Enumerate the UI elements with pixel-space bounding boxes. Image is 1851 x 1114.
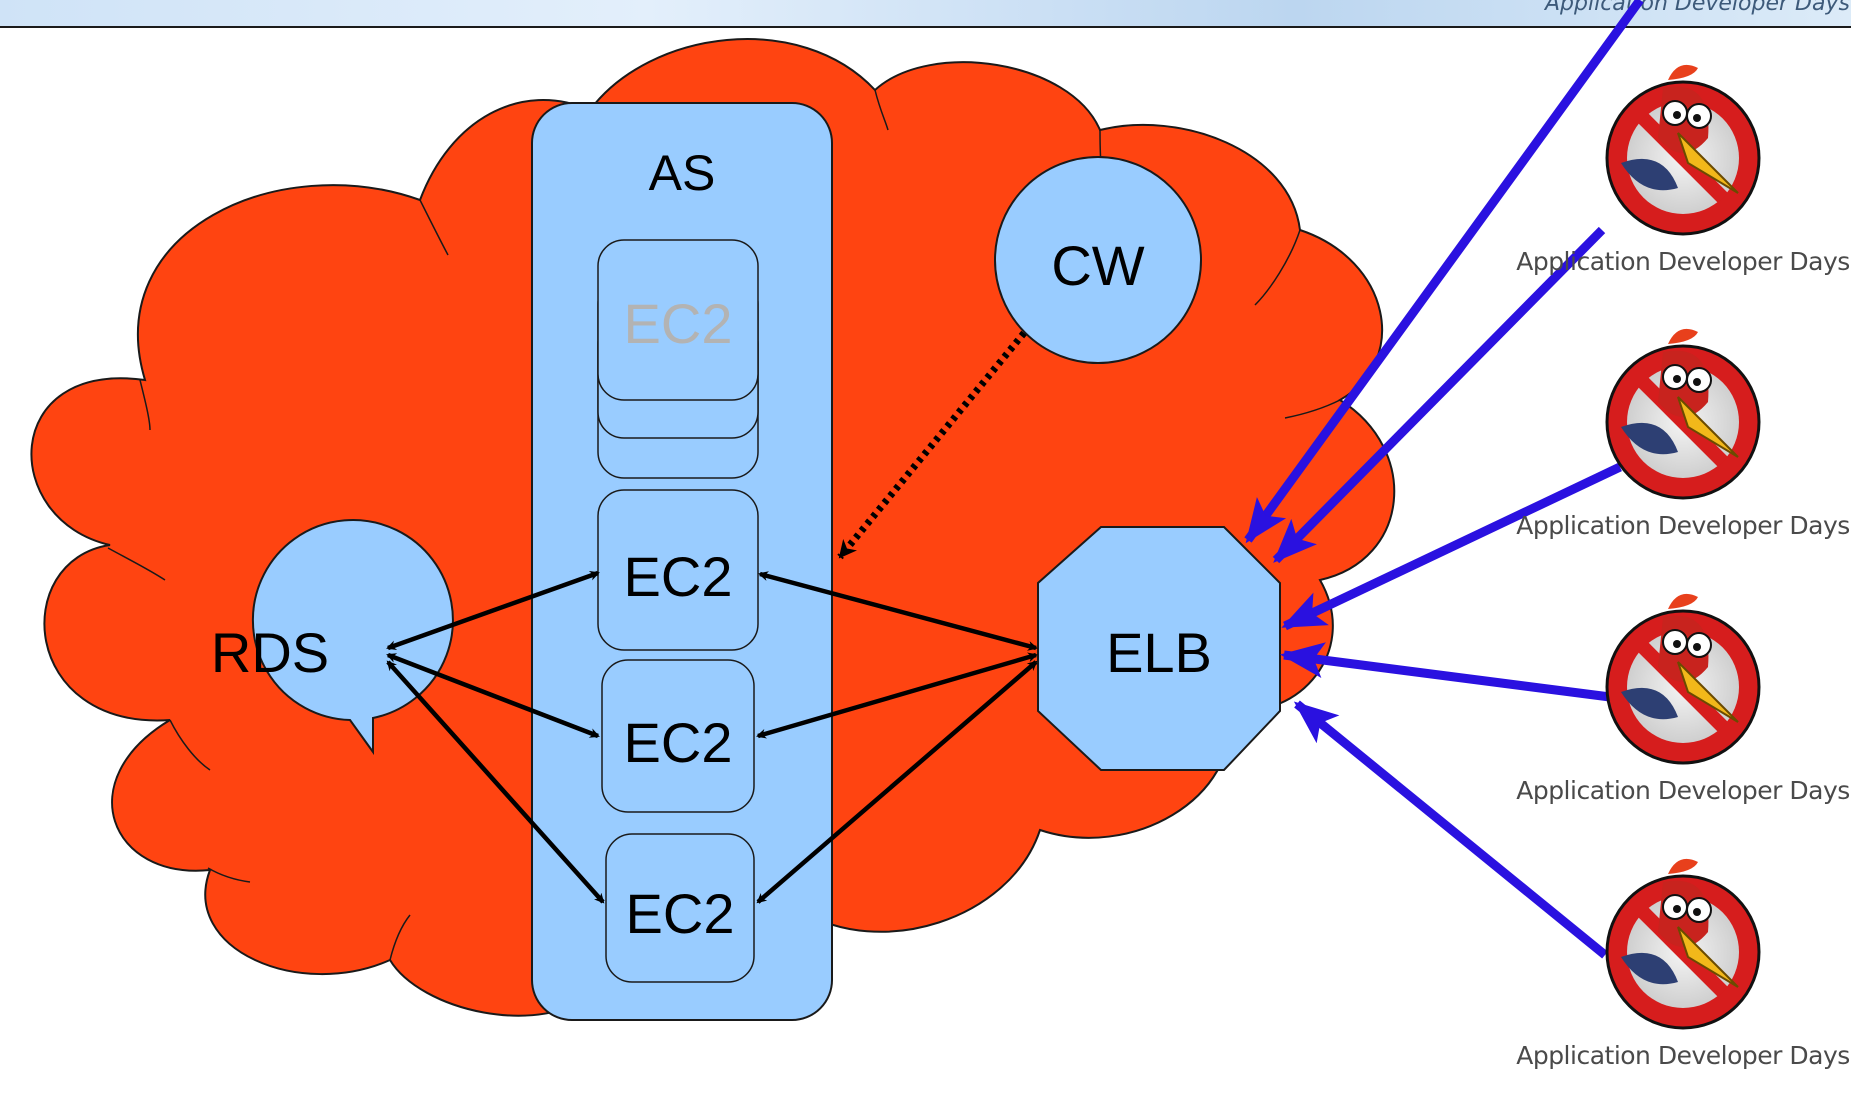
rds-ec2-3-link: [386, 660, 605, 904]
client-caption: Application Developer Days: [1516, 1041, 1850, 1070]
mascot-icon: [1605, 858, 1761, 1030]
client-4: Application Developer Days: [1516, 858, 1850, 1070]
elb-node: ELB: [1037, 526, 1281, 771]
ec2-instance-3-label: EC2: [626, 882, 735, 945]
client-request-arrow-1: [1272, 226, 1606, 564]
ec2-instance-2-label: EC2: [624, 711, 733, 774]
header-rule: [0, 26, 1851, 28]
mascot-icon: [1605, 64, 1761, 236]
elb-label: ELB: [1106, 621, 1212, 684]
header-caption: Application Developer Days: [1543, 0, 1850, 16]
rds-label: RDS: [211, 621, 329, 684]
client-2: Application Developer Days: [1516, 328, 1850, 540]
client-request-arrow-4: [1293, 700, 1608, 959]
ec2-instance-2: EC2: [601, 659, 755, 813]
ec2-instance-1: EC2: [597, 489, 759, 651]
mascot-icon: [1605, 593, 1761, 765]
autoscaling-label: AS: [649, 145, 716, 201]
header-band: [0, 0, 1851, 26]
ec2-pending-label: EC2: [624, 292, 733, 355]
cloudwatch-node: CW: [994, 156, 1202, 364]
client-caption: Application Developer Days: [1516, 776, 1850, 805]
client-requests: [1244, 0, 1644, 959]
client-caption: Application Developer Days: [1516, 247, 1850, 276]
connections: [386, 570, 1038, 904]
cloudwatch-label: CW: [1051, 234, 1144, 297]
cloudwatch-monitor-link: [837, 330, 1027, 560]
client-request-arrow-3: [1280, 642, 1611, 702]
client-caption: Application Developer Days: [1516, 511, 1850, 540]
rds-ec2-1-link: [386, 570, 600, 651]
client-request-arrow-2: [1281, 462, 1622, 631]
client-request-arrow-0: [1244, 0, 1644, 544]
ec2-3-elb-link: [756, 660, 1038, 904]
client-1: Application Developer Days: [1516, 64, 1850, 276]
ec2-instance-3: EC2: [605, 833, 755, 983]
ec2-instance-1-label: EC2: [624, 545, 733, 608]
ec2-pending-stack: EC2: [597, 239, 759, 479]
mascot-icon: [1605, 328, 1761, 500]
ec2-1-elb-link: [758, 571, 1038, 651]
client-3: Application Developer Days: [1516, 593, 1850, 805]
